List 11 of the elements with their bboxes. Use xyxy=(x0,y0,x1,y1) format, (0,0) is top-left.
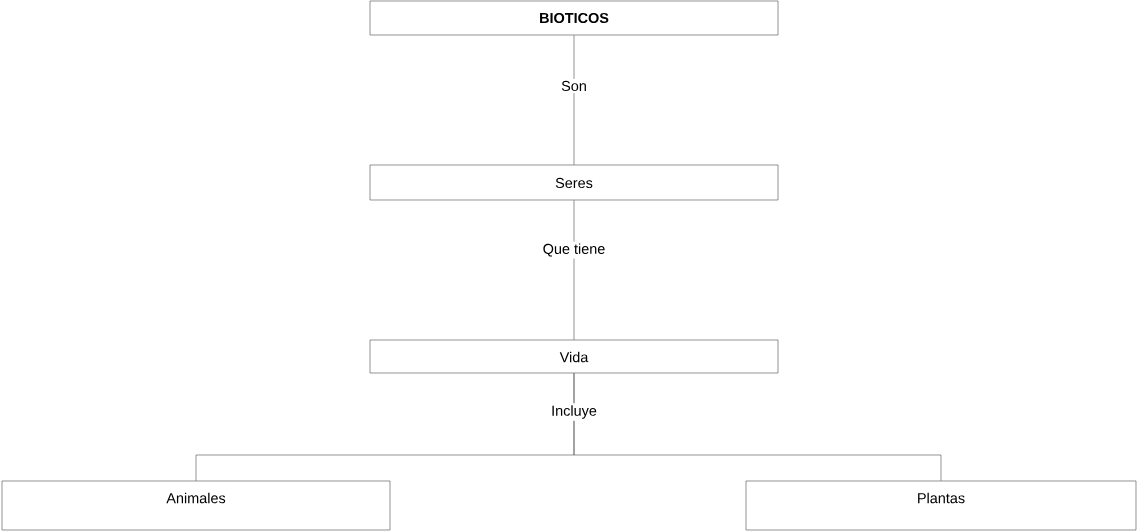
edge-label: Incluye xyxy=(549,403,599,421)
connector-line xyxy=(573,372,942,482)
connector-line xyxy=(573,199,575,341)
edge-label: Que tiene xyxy=(540,241,608,259)
edge-label: Son xyxy=(559,78,589,94)
concept-box: Seres xyxy=(369,164,779,201)
connector-line xyxy=(573,34,575,166)
concept-box: Plantas xyxy=(745,480,1137,531)
concept-box: BIOTICOS xyxy=(369,0,779,36)
concept-box: Animales xyxy=(1,480,391,531)
concept-box: Vida xyxy=(369,339,779,374)
